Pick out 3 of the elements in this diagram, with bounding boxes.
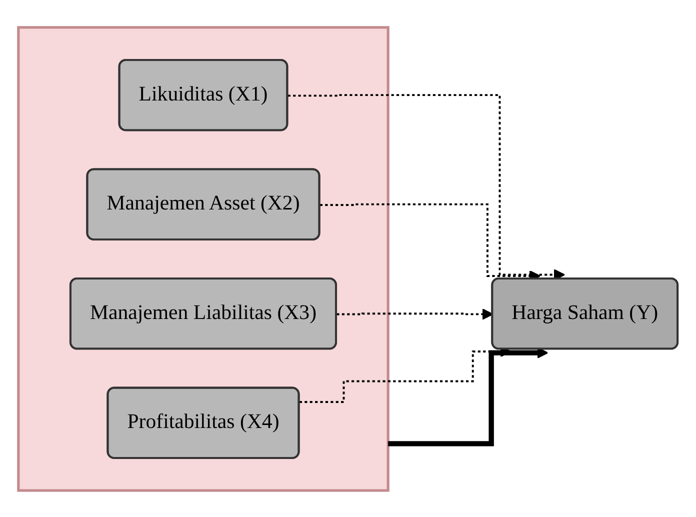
cluster xyxy=(17,26,390,492)
arrow xyxy=(336,308,494,320)
arrow xyxy=(388,346,548,446)
